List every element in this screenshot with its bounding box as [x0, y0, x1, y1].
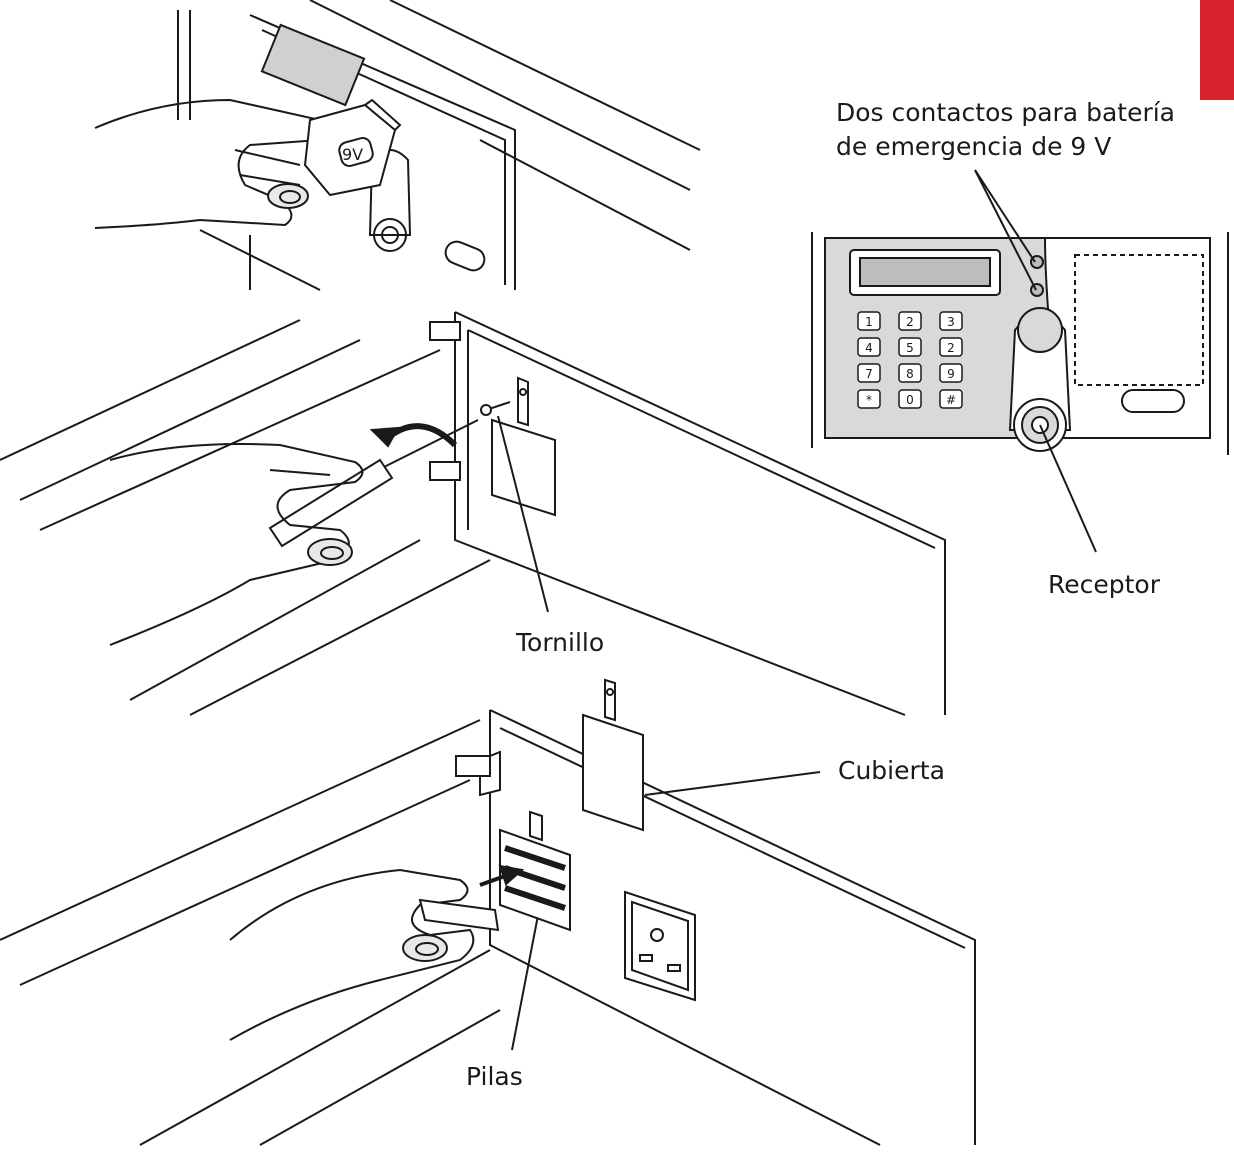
keypad-key: 5 [898, 337, 922, 357]
keypad-key-label: 7 [865, 367, 873, 381]
keypad-key-label: 2 [947, 341, 955, 355]
keypad-inset [811, 232, 1229, 455]
keypad-key: 4 [857, 337, 881, 357]
leader-lines [497, 169, 1097, 1051]
keypad-key-label: 5 [906, 341, 914, 355]
leader-contacts-1 [974, 169, 1036, 263]
label-contacts-line1: Dos contactos para batería [836, 98, 1175, 127]
leader-receptor [1039, 424, 1097, 553]
keypad-key: * [857, 389, 881, 409]
top-battery-scene: 9V [94, 0, 701, 291]
keypad-key-label: # [946, 393, 956, 407]
keypad-key-label: * [866, 393, 872, 407]
battery-9v-label: 9V [342, 145, 363, 164]
label-cubierta: Cubierta [838, 756, 945, 785]
leader-cubierta [644, 771, 821, 796]
label-pilas: Pilas [466, 1062, 523, 1091]
label-receptor: Receptor [1048, 570, 1160, 599]
keypad-key-label: 0 [906, 393, 914, 407]
keypad-key: 9 [939, 363, 963, 383]
bottom-batteries-scene [0, 678, 976, 1146]
keypad-key-label: 8 [906, 367, 914, 381]
label-emergency-battery-contacts: Dos contactos para batería de emergencia… [836, 96, 1188, 164]
label-tornillo: Tornillo [516, 628, 605, 657]
keypad-key: 7 [857, 363, 881, 383]
keypad-key-label: 4 [865, 341, 873, 355]
keypad-key: 8 [898, 363, 922, 383]
keypad-key-label: 1 [865, 315, 873, 329]
leader-tornillo [497, 415, 549, 613]
keypad-key: 2 [939, 337, 963, 357]
keypad-key-label: 3 [947, 315, 955, 329]
keypad-key: 1 [857, 311, 881, 331]
keypad-key-label: 2 [906, 315, 914, 329]
keypad-key: 0 [898, 389, 922, 409]
label-contacts-line2: de emergencia de 9 V [836, 132, 1112, 161]
keypad-key: 2 [898, 311, 922, 331]
middle-screwdriver-scene [0, 311, 946, 716]
leader-contacts-2 [974, 169, 1037, 291]
keypad-key: 3 [939, 311, 963, 331]
keypad-key-label: 9 [947, 367, 955, 381]
keypad-keys: 1 2 3 4 5 2 7 8 9 * 0 # [857, 311, 963, 409]
keypad-key: # [939, 389, 963, 409]
red-corner-tab [1200, 0, 1234, 100]
leader-pilas [511, 904, 541, 1051]
